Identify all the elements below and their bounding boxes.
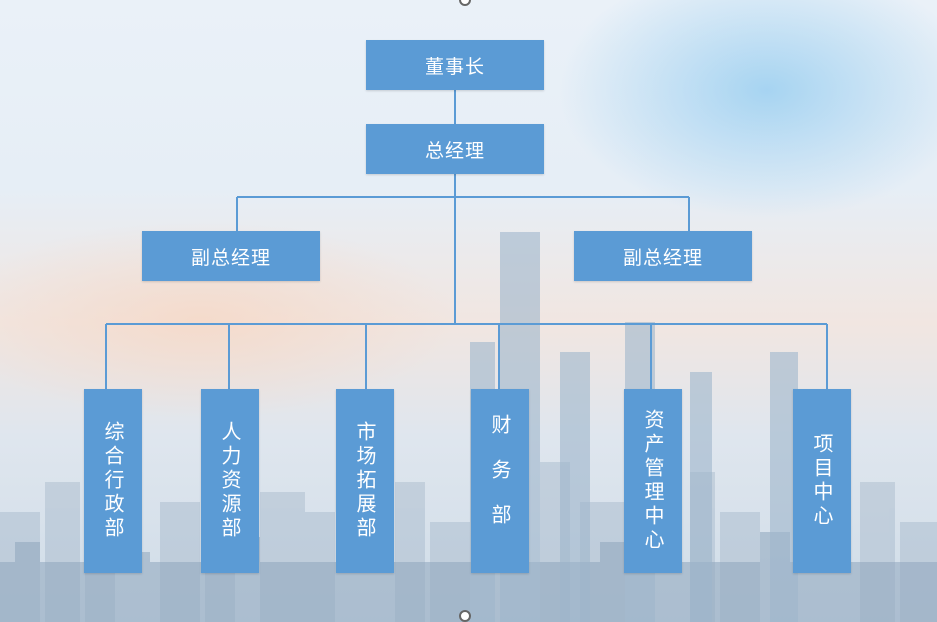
department-label-finance: 财务部 xyxy=(488,413,512,549)
deputy-manager-right-box: 副总经理 xyxy=(574,231,752,281)
department-box-market: 市场拓展部 xyxy=(336,389,394,573)
top-resize-handle[interactable] xyxy=(459,0,471,6)
department-label-project: 项目中心 xyxy=(810,433,834,529)
bottom-resize-handle[interactable] xyxy=(459,610,471,622)
sky-highlight xyxy=(557,0,937,220)
department-box-asset: 资产管理中心 xyxy=(624,389,682,573)
general-manager-label: 总经理 xyxy=(424,139,485,162)
department-label-hr: 人力资源部 xyxy=(218,421,242,541)
department-label-admin: 综合行政部 xyxy=(101,421,125,541)
department-box-admin: 综合行政部 xyxy=(84,389,142,573)
department-label-market: 市场拓展部 xyxy=(353,421,377,541)
chairman-label: 董事长 xyxy=(424,55,485,78)
department-box-project: 项目中心 xyxy=(793,389,851,573)
department-label-asset: 资产管理中心 xyxy=(641,409,665,553)
chairman-box: 董事长 xyxy=(366,40,544,90)
department-box-finance: 财务部 xyxy=(471,389,529,573)
deputy-manager-right-label: 副总经理 xyxy=(622,246,703,269)
general-manager-box: 总经理 xyxy=(366,124,544,174)
deputy-manager-left-box: 副总经理 xyxy=(142,231,320,281)
department-box-hr: 人力资源部 xyxy=(201,389,259,573)
deputy-manager-left-label: 副总经理 xyxy=(190,246,271,269)
